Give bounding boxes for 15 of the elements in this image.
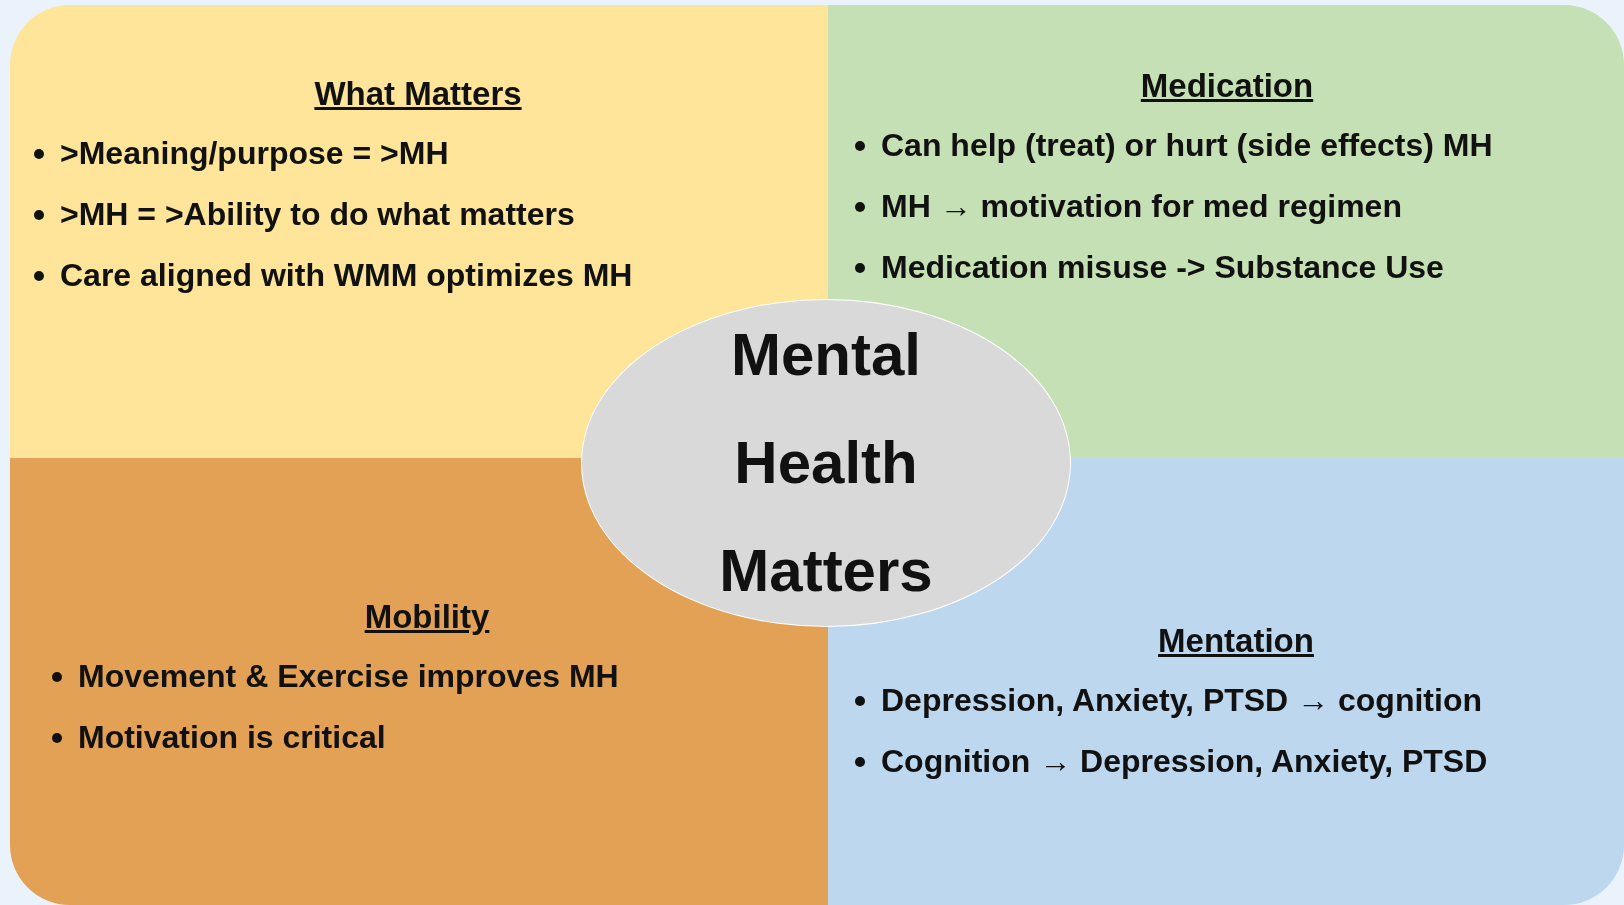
bullet-text: Can help (treat) or hurt (side effects) MH xyxy=(881,127,1493,164)
bullet-text: Depression, Anxiety, PTSD → cognition xyxy=(881,682,1482,719)
center-title: Mental Health Matters xyxy=(718,320,934,606)
section-heading: Medication xyxy=(1140,67,1314,105)
bullet-text: MH → motivation for med regimen xyxy=(881,188,1402,225)
section-heading: Mobility xyxy=(364,598,490,636)
bullet-text: Movement & Exercise improves MH xyxy=(78,658,619,695)
section-heading: What Matters xyxy=(314,75,522,113)
section-heading: Mentation xyxy=(1158,622,1314,660)
bullet-text: >MH = >Ability to do what matters xyxy=(60,196,575,233)
bullet-text: Motivation is critical xyxy=(78,719,386,756)
bullet-text: >Meaning/purpose = >MH xyxy=(60,135,449,172)
bullet-text: Cognition → Depression, Anxiety, PTSD xyxy=(881,743,1488,780)
bullet-text: Care aligned with WMM optimizes MH xyxy=(60,257,633,294)
bullet-text: Medication misuse -> Substance Use xyxy=(881,249,1444,286)
